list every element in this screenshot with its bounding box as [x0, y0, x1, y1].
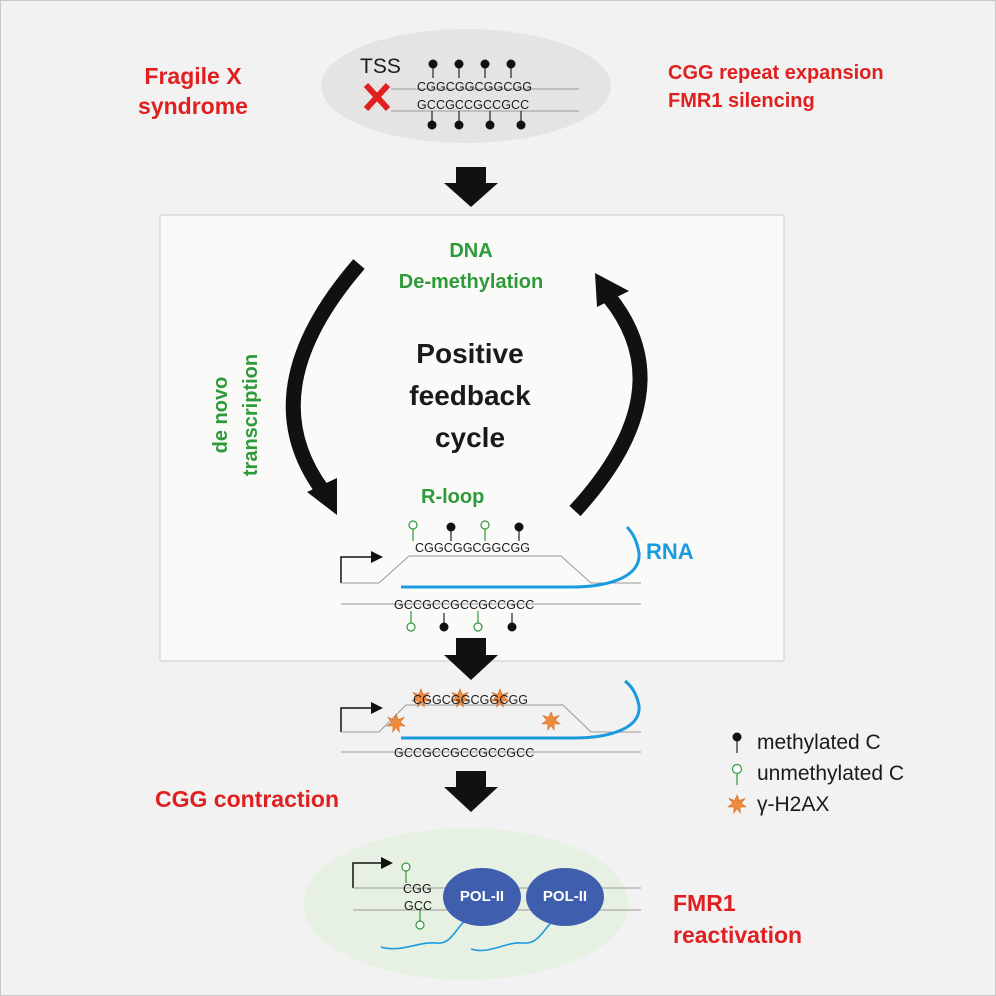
silenced-locus-ellipse	[321, 29, 611, 143]
down-arrow-1	[444, 167, 498, 207]
r-loop-label: R-loop	[421, 486, 485, 508]
contraction-diagram	[340, 679, 641, 753]
r-loop-diagram	[340, 520, 641, 633]
tss-label: TSS	[360, 55, 401, 78]
pol-ii-label-1: POL-II	[459, 888, 505, 905]
reactivation-label: FMR1 reactivation	[673, 890, 803, 948]
pol-ii-label-2: POL-II	[542, 888, 588, 905]
contraction-label: CGG contraction	[155, 786, 340, 812]
legend-methylated-label: methylated C	[757, 731, 881, 754]
legend-symbol-h2ax	[727, 794, 747, 814]
legend-symbol-methylated	[732, 732, 742, 753]
silenced-top-sequence: CGGCGGCGGCGG	[417, 80, 533, 94]
expansion-label: CGG repeat expansion	[668, 62, 884, 84]
rloop-bottom-sequence: GCCGCCGCCGCCGCC	[394, 598, 535, 612]
reactivation-bottom-sequence: GCC	[404, 899, 433, 913]
silenced-bottom-sequence: GCCGCCGCCGCC	[417, 98, 530, 112]
disease-title: Fragile X syndrome	[138, 63, 248, 119]
legend-unmethylated-label: unmethylated C	[757, 762, 905, 785]
down-arrow-2	[444, 638, 498, 680]
reactivation-diagram	[352, 857, 641, 952]
cycle-center-title: Positive feedback cycle	[409, 338, 531, 453]
contraction-bottom-sequence: GCCGCCGCCGCCGCC	[394, 746, 535, 760]
silencing-label: FMR1 silencing	[668, 90, 815, 112]
left-cycle-arrow	[285, 259, 365, 515]
down-arrow-3	[444, 771, 498, 812]
rloop-top-sequence: CGGCGGCGGCGG	[415, 541, 531, 555]
legend-symbol-unmethylated	[731, 763, 743, 785]
legend-h2ax-label: γ-H2AX	[757, 793, 830, 816]
rna-label: RNA	[646, 539, 694, 564]
reactivation-top-sequence: CGG	[403, 882, 432, 896]
right-cycle-arrow	[569, 273, 648, 517]
demethylation-label: DNA De-methylation	[398, 240, 544, 293]
de-novo-transcription-label: de novo transcription	[210, 353, 262, 477]
blocked-transcription-icon	[363, 82, 391, 112]
contraction-top-sequence: CGGCGGCGGCGG	[413, 693, 529, 707]
